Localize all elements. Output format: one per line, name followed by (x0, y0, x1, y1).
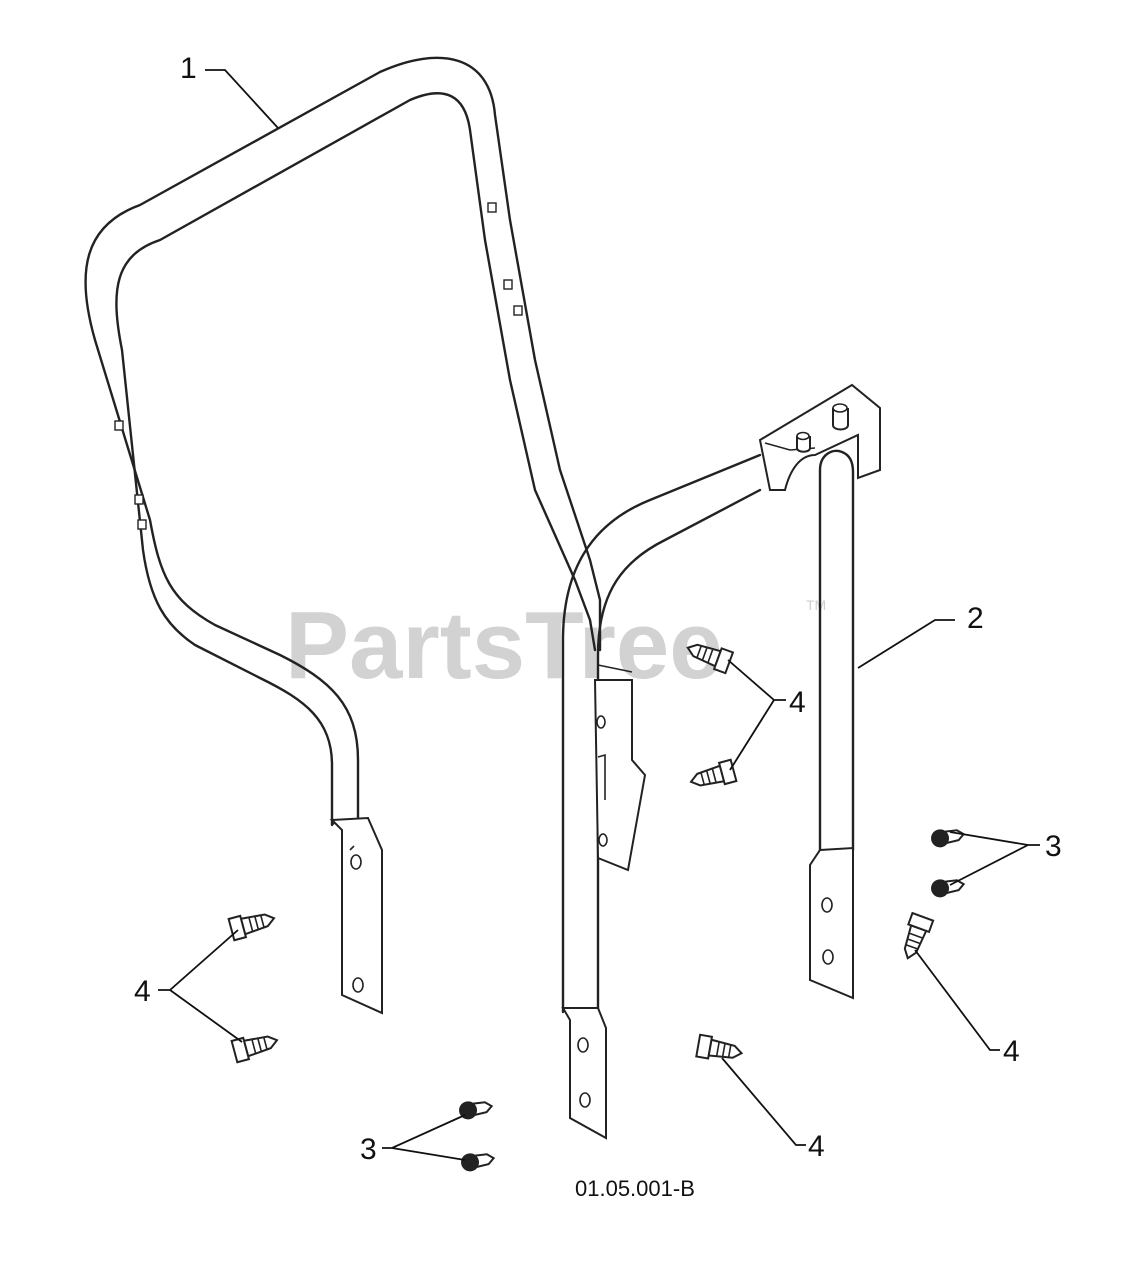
callout-part-3-right: 3 (1045, 830, 1062, 863)
bolt-icon (686, 643, 735, 675)
front-bar-part-2 (561, 383, 881, 1140)
callout-part-4-center: 4 (789, 686, 806, 719)
bolt-icon (230, 1035, 279, 1064)
mount-hole-icon (352, 977, 364, 993)
leader-line-4-center (727, 659, 786, 771)
callout-part-4-right: 4 (1003, 1035, 1020, 1068)
watermark-text: PartsTree (285, 592, 723, 699)
drawing-number: 01.05.001-B (575, 1176, 695, 1201)
callout-part-2: 2 (967, 602, 984, 635)
callout-part-3-bottom: 3 (360, 1133, 377, 1166)
callout-part-1: 1 (180, 52, 197, 85)
leader-line-4-right (914, 949, 1000, 1051)
leader-line-3-bottom (382, 1114, 466, 1161)
bolt-icon (227, 913, 276, 942)
callout-part-4-bottom: 4 (808, 1130, 825, 1163)
bolt-icon (689, 758, 738, 787)
leader-line-4-bottom (721, 1057, 806, 1146)
leader-line-3-right (949, 831, 1040, 886)
screw-icon (931, 879, 966, 898)
bolt-icon (695, 1033, 744, 1060)
leader-line-4-left (158, 929, 243, 1043)
screw-icon (461, 1153, 496, 1172)
screw-icon (931, 829, 966, 848)
screw-icon (459, 1101, 494, 1120)
leader-line-2 (857, 619, 955, 669)
watermark-trademark: TM (806, 597, 826, 613)
callout-part-4-left: 4 (134, 975, 151, 1008)
roll-bar-frame-part-1 (84, 56, 602, 1015)
bolt-icon (903, 911, 935, 960)
mount-hole-icon (350, 854, 362, 870)
leader-line-1 (205, 69, 279, 129)
